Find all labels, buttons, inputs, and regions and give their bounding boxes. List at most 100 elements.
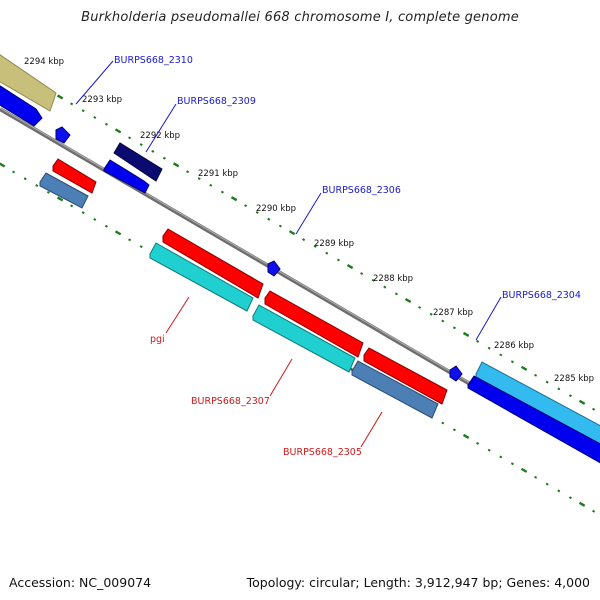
- gene-feature-reverse[interactable]: [264, 290, 364, 358]
- gene-feature-reverse[interactable]: [363, 347, 448, 405]
- gene-feature-burps668-2304[interactable]: [475, 361, 600, 447]
- gene-label-pgi[interactable]: pgi: [150, 334, 165, 345]
- gene-label-burps668-2305[interactable]: BURPS668_2305: [283, 447, 362, 458]
- scale-dot: [139, 245, 143, 249]
- scale-dot: [534, 475, 538, 479]
- gene-label-burps668-2309[interactable]: BURPS668_2309: [177, 96, 256, 107]
- scale-dot: [23, 177, 27, 181]
- scale-dot: [452, 428, 456, 432]
- map-title: Burkholderia pseudomallei 668 chromosome…: [81, 10, 519, 25]
- scale-dot: [93, 115, 97, 119]
- scale-dot: [255, 210, 259, 214]
- scale-major-tick: [56, 94, 64, 100]
- kbp-labels: 2294 kbp 2293 kbp 2292 kbp 2291 kbp 2290…: [24, 57, 594, 384]
- leader-line: [165, 296, 190, 334]
- gene-feature-pgi[interactable]: [149, 242, 254, 312]
- scale-dot: [545, 380, 549, 384]
- scale-major-tick: [114, 230, 122, 236]
- gene-feature-burps668-2309[interactable]: [113, 142, 163, 182]
- scale-dot: [336, 258, 340, 262]
- scale-dot: [499, 455, 503, 459]
- scale-dot: [429, 312, 433, 316]
- scale-dot: [267, 217, 271, 221]
- scale-dot: [476, 441, 480, 445]
- gene-feature-burps668-2305[interactable]: [351, 360, 439, 419]
- scale-major-tick: [172, 162, 180, 168]
- scale-dot: [592, 407, 596, 411]
- scale-major-tick: [462, 433, 470, 439]
- gene-label-burps668-2306[interactable]: BURPS668_2306: [322, 185, 401, 196]
- scale-dot: [244, 204, 248, 208]
- scale-major-tick: [462, 331, 470, 337]
- scale-dot: [568, 496, 572, 500]
- scale-major-tick: [114, 128, 122, 134]
- scale-dot: [151, 149, 155, 153]
- scale-dot: [325, 251, 329, 255]
- scale-dot: [545, 482, 549, 486]
- kbp-label: 2285 kbp: [554, 374, 594, 384]
- scale-dot: [452, 326, 456, 330]
- gene-label-burps668-2310[interactable]: BURPS668_2310: [114, 55, 193, 66]
- scale-dot: [360, 272, 364, 276]
- gene-feature-forward[interactable]: [0, 82, 43, 127]
- scale-dot: [557, 489, 561, 493]
- scale-dot: [499, 353, 503, 357]
- scale-dot: [12, 170, 16, 174]
- kbp-label: 2291 kbp: [198, 169, 238, 179]
- scale-dot: [209, 183, 213, 187]
- leader-line: [360, 411, 383, 448]
- scale-dot: [557, 387, 561, 391]
- kbp-label: 2287 kbp: [433, 308, 473, 318]
- scale-dot: [197, 177, 201, 180]
- scale-dot: [139, 143, 143, 147]
- label-leaders: [75, 60, 502, 448]
- gene-label-burps668-2307[interactable]: BURPS668_2307: [191, 396, 270, 407]
- kbp-label: 2289 kbp: [314, 239, 354, 249]
- gene-feature-small-forward[interactable]: [55, 126, 71, 144]
- kbp-label: 2293 kbp: [82, 95, 122, 105]
- gene-feature-reverse[interactable]: [162, 228, 264, 299]
- scale-dot: [441, 421, 445, 425]
- scale-major-tick: [520, 467, 528, 473]
- gene-feature-small-forward[interactable]: [449, 365, 463, 382]
- scale-dot: [35, 184, 39, 187]
- scale-dot: [302, 238, 306, 242]
- scale-dot: [476, 339, 480, 343]
- gene-feature-forward[interactable]: [103, 159, 150, 194]
- scale-dot: [313, 244, 317, 248]
- scale-major-tick: [288, 230, 296, 236]
- scale-major-tick: [520, 365, 528, 371]
- gene-feature-steel[interactable]: [39, 172, 89, 209]
- gene-feature-reverse[interactable]: [52, 158, 97, 194]
- scale-dot: [592, 509, 596, 513]
- scale-dot: [534, 373, 538, 377]
- scale-dot: [104, 224, 108, 228]
- leader-line: [475, 296, 502, 341]
- scale-dot: [220, 190, 224, 194]
- scale-dot: [278, 224, 282, 228]
- gene-feature-forward[interactable]: [467, 375, 600, 465]
- scale-dot: [81, 109, 85, 113]
- scale-major-tick: [0, 162, 6, 168]
- gene-feature-small-forward[interactable]: [267, 260, 281, 277]
- leader-line: [295, 192, 322, 235]
- leader-line: [145, 103, 177, 153]
- gene-label-burps668-2304[interactable]: BURPS668_2304: [502, 290, 581, 301]
- gene-feature-khaki[interactable]: [0, 52, 57, 112]
- kbp-label: 2288 kbp: [373, 274, 413, 284]
- scale-dot: [81, 211, 85, 215]
- scale-dot: [510, 462, 514, 466]
- scale-major-tick: [56, 196, 64, 202]
- scale-dot: [568, 394, 572, 398]
- scale-dot: [128, 238, 132, 242]
- scale-dot: [371, 278, 375, 282]
- scale-dot: [418, 305, 422, 309]
- kbp-label: 2292 kbp: [140, 131, 180, 141]
- kbp-label: 2286 kbp: [494, 341, 534, 351]
- leader-line: [75, 60, 114, 105]
- scale-dot: [162, 156, 166, 160]
- scale-dot: [394, 292, 398, 296]
- gene-feature-burps668-2307[interactable]: [252, 304, 356, 373]
- scale-major-tick: [230, 196, 238, 202]
